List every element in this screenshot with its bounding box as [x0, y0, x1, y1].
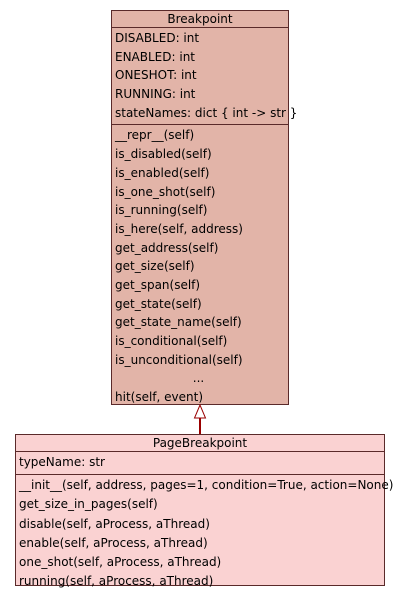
- breakpoint-method: is_enabled(self): [115, 165, 210, 180]
- breakpoint-method: get_size(self): [115, 259, 195, 274]
- breakpoint-method: __repr__(self): [115, 128, 195, 143]
- breakpoint-attributes-section: DISABLED: int ENABLED: int ONESHOT: int …: [112, 28, 298, 126]
- pagebreakpoint-method: enable(self, aProcess, aThread): [19, 535, 208, 550]
- breakpoint-attribute: stateNames: dict { int -> str }: [115, 105, 298, 120]
- pagebreakpoint-attribute: typeName: str: [19, 455, 105, 469]
- breakpoint-method: get_span(self): [115, 277, 201, 292]
- breakpoint-method: hit(self, event): [115, 390, 204, 405]
- breakpoint-attribute: DISABLED: int: [115, 31, 200, 45]
- pagebreakpoint-attributes-section: typeName: str: [16, 452, 384, 476]
- breakpoint-class-name: Breakpoint: [112, 11, 288, 28]
- breakpoint-method: is_here(self, address): [115, 221, 243, 236]
- breakpoint-method: is_running(self): [115, 203, 208, 218]
- breakpoint-method: is_unconditional(self): [115, 352, 243, 367]
- breakpoint-methods-section: __repr__(self) is_disabled(self) is_enab…: [112, 125, 288, 408]
- breakpoint-method: get_address(self): [115, 240, 219, 255]
- breakpoint-method-ellipsis: ...: [192, 371, 205, 386]
- inheritance-arrowhead: [193, 403, 207, 419]
- breakpoint-method: is_one_shot(self): [115, 184, 216, 199]
- pagebreakpoint-method: get_size_in_pages(self): [19, 497, 158, 512]
- pagebreakpoint-class-box: PageBreakpoint typeName: str __init__(se…: [15, 434, 393, 588]
- breakpoint-class-box: Breakpoint DISABLED: int ENABLED: int ON…: [111, 10, 298, 408]
- pagebreakpoint-method: __init__(self, address, pages=1, conditi…: [19, 478, 394, 493]
- breakpoint-attribute: RUNNING: int: [115, 87, 196, 102]
- breakpoint-method: is_conditional(self): [115, 334, 228, 348]
- breakpoint-method: get_state_name(self): [115, 315, 242, 330]
- pagebreakpoint-method: disable(self, aProcess, aThread): [19, 516, 210, 531]
- pagebreakpoint-method: one_shot(self, aProcess, aThread): [19, 554, 222, 569]
- breakpoint-attribute: ONESHOT: int: [115, 68, 197, 83]
- pagebreakpoint-method: running(self, aProcess, aThread): [19, 574, 214, 589]
- breakpoint-attribute: ENABLED: int: [115, 49, 196, 64]
- pagebreakpoint-class-name: PageBreakpoint: [16, 435, 384, 452]
- breakpoint-method: is_disabled(self): [115, 147, 212, 162]
- pagebreakpoint-methods-section: __init__(self, address, pages=1, conditi…: [16, 475, 394, 593]
- breakpoint-method: get_state(self): [115, 296, 202, 311]
